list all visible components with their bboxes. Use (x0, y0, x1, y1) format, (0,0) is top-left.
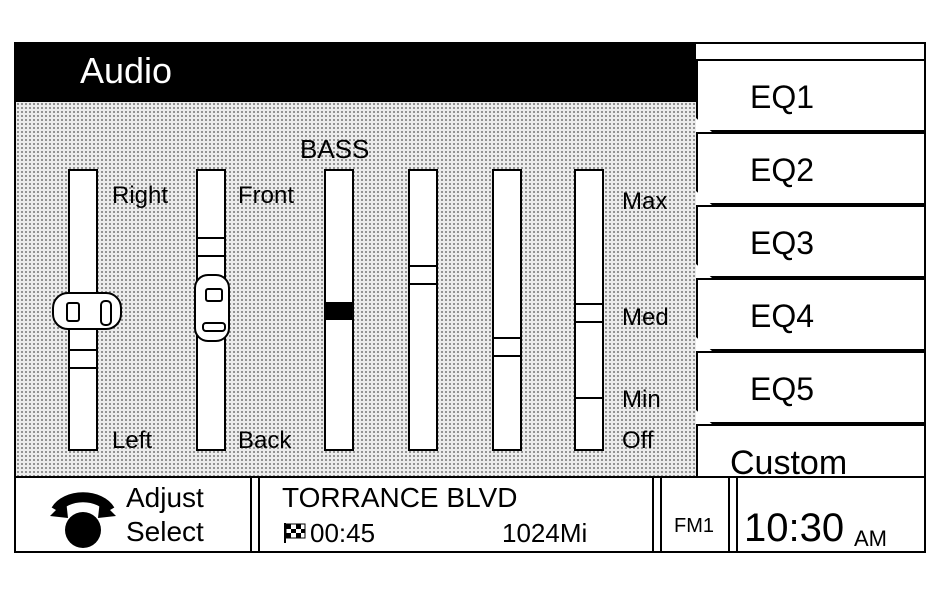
radio-band: FM1 (674, 515, 714, 537)
fade-tick (196, 255, 226, 257)
eq-slider-3[interactable] (492, 169, 522, 451)
eq-off-label: Off (622, 427, 654, 454)
eq4-button[interactable]: EQ4 (696, 278, 926, 351)
eq1-button-label: EQ1 (750, 79, 815, 115)
eq-med-label: Med (622, 304, 669, 331)
title-bar: Audio (16, 44, 696, 102)
eq-slider-tick (408, 265, 438, 267)
fade-tick (196, 237, 226, 239)
clock-display: 10:30 AM (738, 478, 924, 551)
select-label: Select (126, 516, 204, 547)
eq4-button-label: EQ4 (750, 298, 815, 334)
balance-car-icon[interactable] (52, 292, 122, 330)
eq5-button-label: EQ5 (750, 371, 815, 407)
page-title: Audio (80, 50, 173, 91)
divider (660, 478, 662, 551)
eq-slider-tick (492, 355, 522, 357)
divider (736, 478, 738, 551)
divider (728, 478, 730, 551)
eq-min-label: Min (622, 386, 661, 413)
eq-slider-bass[interactable] (324, 169, 354, 451)
adjust-label: Adjust (126, 482, 204, 513)
street-name: TORRANCE BLVD (282, 482, 518, 513)
audio-screen: Audio Right Left Front Back BASS Max (14, 42, 926, 553)
eq-slider-tick (574, 303, 604, 305)
eq-max-label: Max (622, 188, 668, 215)
divider (250, 478, 252, 551)
eq-slider-2[interactable] (408, 169, 438, 451)
eq3-button-label: EQ3 (750, 225, 815, 261)
adjust-knob-icon (50, 492, 116, 548)
navigation-info: TORRANCE BLVD 00:45 1024Mi (260, 478, 652, 551)
eq2-button[interactable]: EQ2 (696, 132, 926, 205)
custom-button-label: Custom (730, 444, 848, 482)
eq3-button[interactable]: EQ3 (696, 205, 926, 278)
eq-slider-tick (492, 337, 522, 339)
eq-bass-title: BASS (300, 134, 370, 164)
eq-slider-tick (574, 397, 604, 399)
balance-left-label: Left (112, 427, 153, 454)
trip-distance: 1024Mi (502, 518, 588, 548)
balance-tick (68, 367, 98, 369)
balance-tick (68, 349, 98, 351)
eq-bass-level-indicator (324, 302, 354, 320)
checkered-flag-icon (284, 523, 306, 543)
eq1-button[interactable]: EQ1 (696, 59, 926, 132)
fade-car-icon[interactable] (194, 274, 230, 342)
eq-slider-4[interactable] (574, 169, 604, 451)
trip-time: 00:45 (310, 518, 376, 548)
clock-time: 10:30 (744, 506, 845, 550)
eq2-button-label: EQ2 (750, 152, 815, 188)
fade-front-label: Front (238, 182, 295, 209)
divider (258, 478, 260, 551)
status-bar: Adjust Select TORRANCE BLVD 00:45 1024Mi… (16, 476, 924, 551)
eq-slider-tick (574, 321, 604, 323)
adjust-select-area[interactable]: Adjust Select (16, 478, 250, 551)
fade-back-label: Back (238, 427, 292, 454)
balance-right-label: Right (112, 182, 169, 209)
divider (652, 478, 654, 551)
eq5-button[interactable]: EQ5 (696, 351, 926, 424)
eq-slider-tick (408, 283, 438, 285)
clock-ampm: AM (854, 526, 887, 551)
